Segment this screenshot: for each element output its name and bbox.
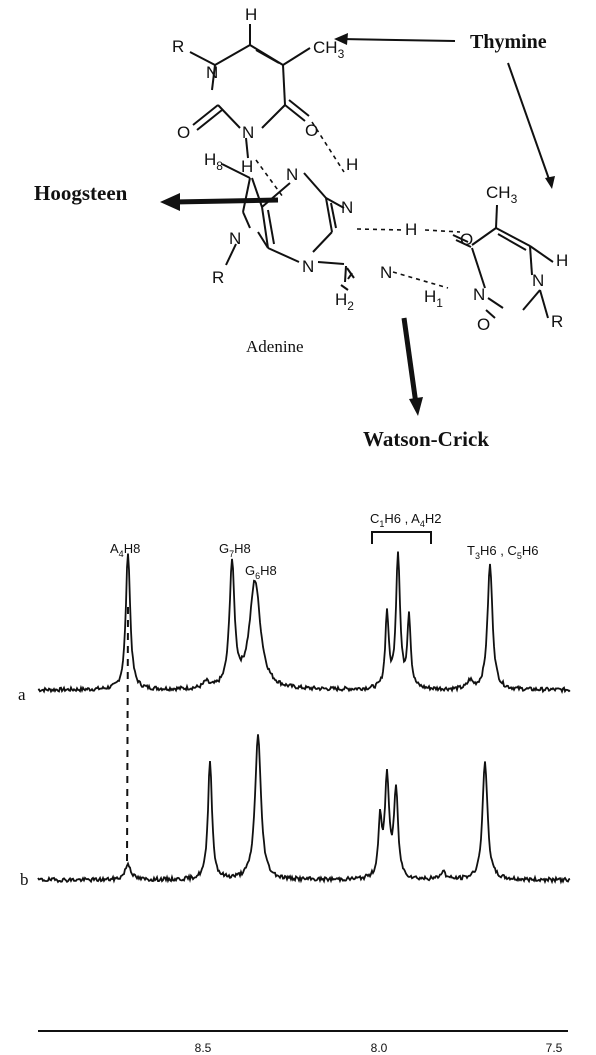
tick-label-8-5: 8.5	[195, 1041, 212, 1055]
atom-t2-ch3: CH3	[486, 183, 518, 206]
atom-a-n6: N	[341, 198, 353, 217]
atom-t2-n1: N	[532, 271, 544, 290]
atom-a-h6a: H	[346, 155, 358, 174]
peak-labels: A4H8 G7H8 G6H8 C1H6 , A4H2 T3H6 , C5H6	[110, 511, 538, 581]
atom-t2-r: R	[551, 312, 563, 331]
atom-t1-o2: O	[177, 123, 190, 142]
arrow-heads	[160, 33, 555, 416]
atom-a-n9: N	[229, 229, 241, 248]
atom-t2-n3: N	[473, 285, 485, 304]
peak-label-a4h8: A4H8	[110, 541, 140, 559]
atom-a-n3: N	[302, 257, 314, 276]
hydrogen-bonds	[255, 121, 461, 289]
atom-t2-h: H	[556, 251, 568, 270]
atom-t1-o4: O	[305, 121, 318, 140]
trace-label-a: a	[18, 685, 26, 704]
watson-crick-label: Watson-Crick	[363, 427, 489, 451]
spectrum-trace-b	[37, 734, 571, 885]
peak-label-g7h8: G7H8	[219, 541, 251, 559]
thymine-bottom-ring	[452, 204, 554, 319]
atom-t1-r: R	[172, 37, 184, 56]
adenine-label: Adenine	[246, 337, 304, 356]
atom-a-h2: H2	[335, 290, 354, 313]
atom-t1-h3: H	[241, 157, 253, 176]
atom-a-h8: H8	[204, 150, 223, 173]
atom-t1-h: H	[245, 5, 257, 24]
trace-label-b: b	[20, 870, 29, 889]
tick-label-7-5: 7.5	[546, 1041, 563, 1055]
atom-a-n7: N	[286, 165, 298, 184]
peak-label-g6h8: G6H8	[245, 563, 277, 581]
peak-label-c1h6-a4h2: C1H6 , A4H2	[370, 511, 441, 529]
ppm-axis: 8.5 8.0 7.5	[38, 1030, 568, 1055]
spectrum-trace-a	[37, 551, 571, 694]
thymine-label: Thymine	[470, 31, 547, 53]
atom-t1-n1: N	[206, 63, 218, 82]
atom-t2-o4: O	[460, 230, 473, 249]
atom-a-r: R	[212, 268, 224, 287]
tick-label-8-0: 8.0	[371, 1041, 388, 1055]
base-pair-structure	[173, 24, 554, 405]
atom-t1-ch3: CH3	[313, 38, 345, 61]
atom-t2-h1: H1	[424, 287, 443, 310]
a4h8-connector-dashed	[126, 606, 129, 867]
nmr-spectrum: a b A4H8 G7H8 G6H8 C1H6 , A4H2 T3H6 , C5…	[18, 511, 571, 1055]
atom-labels: H R N CH3 O N O H H8 N N R N H H N N H2 …	[172, 5, 568, 334]
atom-a-n1: N	[380, 263, 392, 282]
hoogsteen-label: Hoogsteen	[34, 181, 128, 205]
thymine-top-ring	[189, 24, 311, 159]
atom-t2-o2: O	[477, 315, 490, 334]
adenine-ring	[221, 163, 355, 291]
atom-t1-n3: N	[242, 123, 254, 142]
multiplet-bracket	[371, 531, 432, 544]
structure-captions: Thymine Hoogsteen Adenine Watson-Crick	[34, 31, 547, 451]
atom-a-h6b: H	[405, 220, 417, 239]
arrows	[173, 38, 551, 405]
peak-label-t3h6-c5h6: T3H6 , C5H6	[467, 543, 538, 561]
